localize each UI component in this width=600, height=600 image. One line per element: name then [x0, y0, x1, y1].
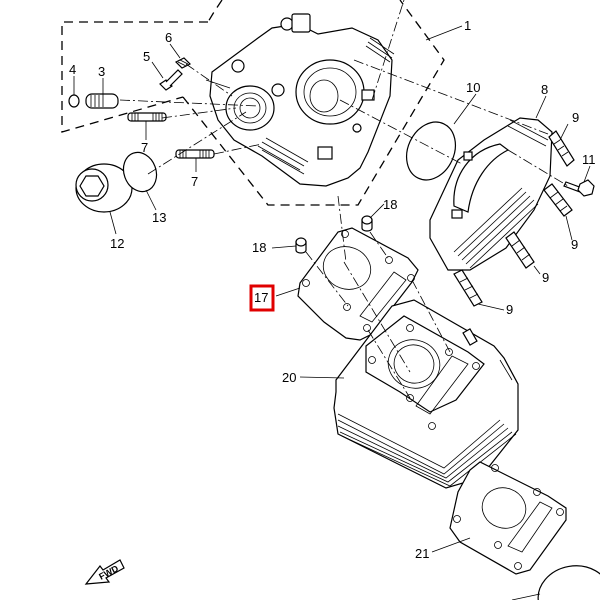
o-ring-bottom[interactable]: [533, 560, 600, 600]
part-6-nut[interactable]: [174, 57, 192, 69]
part-9-damper-c[interactable]: [505, 231, 535, 269]
part-7-stud-upper[interactable]: [127, 112, 167, 122]
callout-12[interactable]: 12: [110, 236, 124, 251]
part-9-damper-d[interactable]: [453, 269, 483, 307]
callout-3[interactable]: 3: [98, 64, 105, 79]
callout-4[interactable]: 4: [69, 62, 76, 77]
cylinder-head[interactable]: [205, 13, 395, 187]
part-20-cylinder[interactable]: [333, 299, 519, 489]
leader-lines: [73, 0, 591, 600]
part-9-damper-b[interactable]: [543, 183, 573, 217]
callout-9-c[interactable]: 9: [542, 270, 549, 285]
callout-10[interactable]: 10: [466, 80, 480, 95]
callout-21[interactable]: 21: [415, 546, 429, 561]
callout-13[interactable]: 13: [152, 210, 166, 225]
part-18-dowel-left[interactable]: [295, 237, 307, 254]
callout-11[interactable]: 11: [582, 152, 596, 167]
callout-17[interactable]: 17: [254, 290, 268, 305]
callout-9-a[interactable]: 9: [572, 110, 579, 125]
part-7-stud-lower[interactable]: [175, 149, 215, 159]
part-8-head-cover[interactable]: [429, 117, 553, 271]
highlight-box: [249, 284, 275, 312]
callout-18-right[interactable]: 18: [383, 197, 397, 212]
part-5-bolt[interactable]: [159, 69, 183, 91]
callout-6[interactable]: 6: [165, 30, 172, 45]
callout-7-upper[interactable]: 7: [141, 140, 148, 155]
part-18-dowel-right[interactable]: [361, 215, 373, 232]
part-3-sleeve[interactable]: [85, 93, 119, 109]
part-21-base-gasket[interactable]: [449, 461, 567, 575]
callout-1[interactable]: 1: [464, 18, 471, 33]
callout-9-d[interactable]: 9: [506, 302, 513, 317]
head-assembly-boundary: [61, 0, 445, 206]
forward-arrow-icon: FWD: [84, 559, 125, 585]
part-4-o-ring[interactable]: [68, 94, 80, 108]
part-10-o-ring[interactable]: [397, 114, 464, 188]
callout-9-b[interactable]: 9: [571, 237, 578, 252]
callout-18-left[interactable]: 18: [252, 240, 266, 255]
callout-20[interactable]: 20: [282, 370, 296, 385]
callout-8[interactable]: 8: [541, 82, 548, 97]
part-11-bolt[interactable]: [563, 179, 595, 197]
part-9-damper-a[interactable]: [548, 130, 575, 167]
callout-5[interactable]: 5: [143, 49, 150, 64]
callout-7-lower[interactable]: 7: [191, 174, 198, 189]
callout-labels: 1 3 4 5 6 7 7 8 9 9 9 9 10 11 12 13 17 1…: [69, 18, 596, 561]
